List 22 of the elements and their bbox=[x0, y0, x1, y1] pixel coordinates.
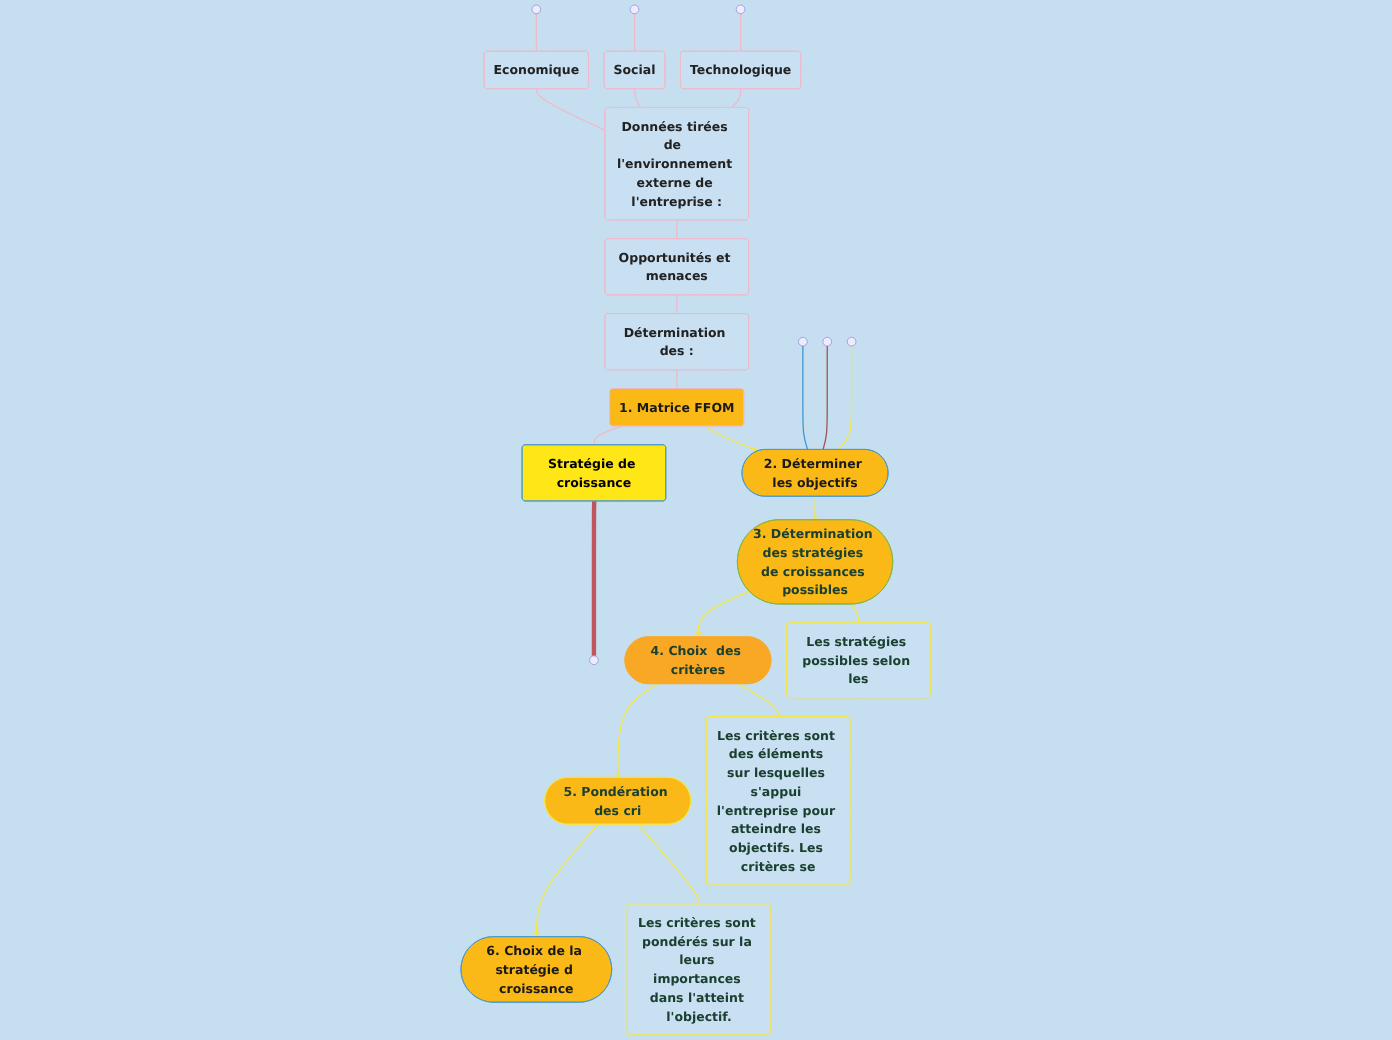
connector-line bbox=[812, 495, 819, 521]
connector-line bbox=[634, 13, 636, 53]
connector-line bbox=[822, 345, 829, 451]
connector-line bbox=[638, 823, 701, 905]
connector-line bbox=[593, 425, 623, 446]
connector-line bbox=[738, 683, 780, 718]
connector-line bbox=[634, 88, 642, 109]
connector-line bbox=[676, 369, 679, 390]
connector-line bbox=[592, 500, 597, 656]
connector-line bbox=[536, 13, 538, 53]
connector-line bbox=[676, 219, 679, 240]
connector-line bbox=[802, 345, 809, 451]
connector-line bbox=[676, 294, 679, 315]
connector-line bbox=[534, 823, 599, 938]
connector-line bbox=[837, 345, 853, 451]
connector-line bbox=[731, 88, 742, 109]
connector-line bbox=[536, 88, 607, 132]
connector-line bbox=[695, 590, 751, 638]
connector-line bbox=[850, 603, 860, 624]
connector-line bbox=[740, 13, 742, 53]
connector-line bbox=[705, 425, 760, 452]
connector-line bbox=[615, 683, 660, 778]
